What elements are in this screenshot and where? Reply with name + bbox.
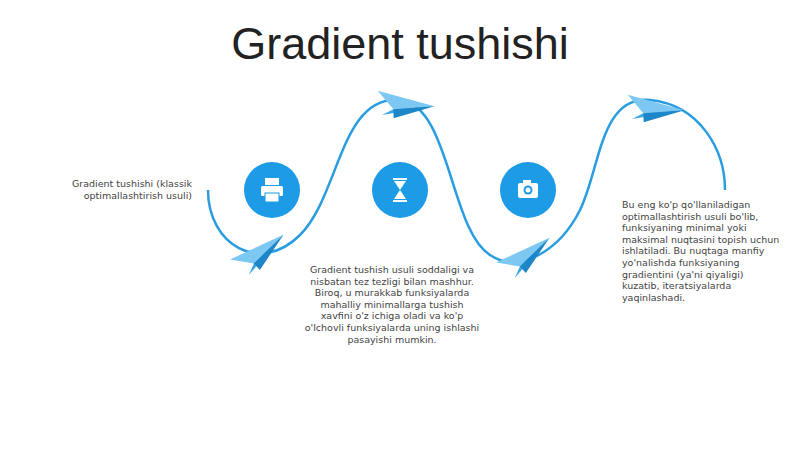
camera-icon [500,162,556,218]
text-note: Gradient tushishi (klassik optimallashti… [58,178,192,201]
text-note: Gradient tushish usuli soddaligi va nisb… [304,264,480,345]
hourglass-icon [372,162,428,218]
text-note: Bu eng ko'p qo'llaniladigan optimallasht… [622,199,784,303]
paper-plane [493,238,557,282]
paper-plane [369,82,434,134]
paper-plane [619,86,684,138]
paper-plane [227,235,291,279]
title: Gradient tushishi [0,16,800,72]
printer-icon [244,162,300,218]
